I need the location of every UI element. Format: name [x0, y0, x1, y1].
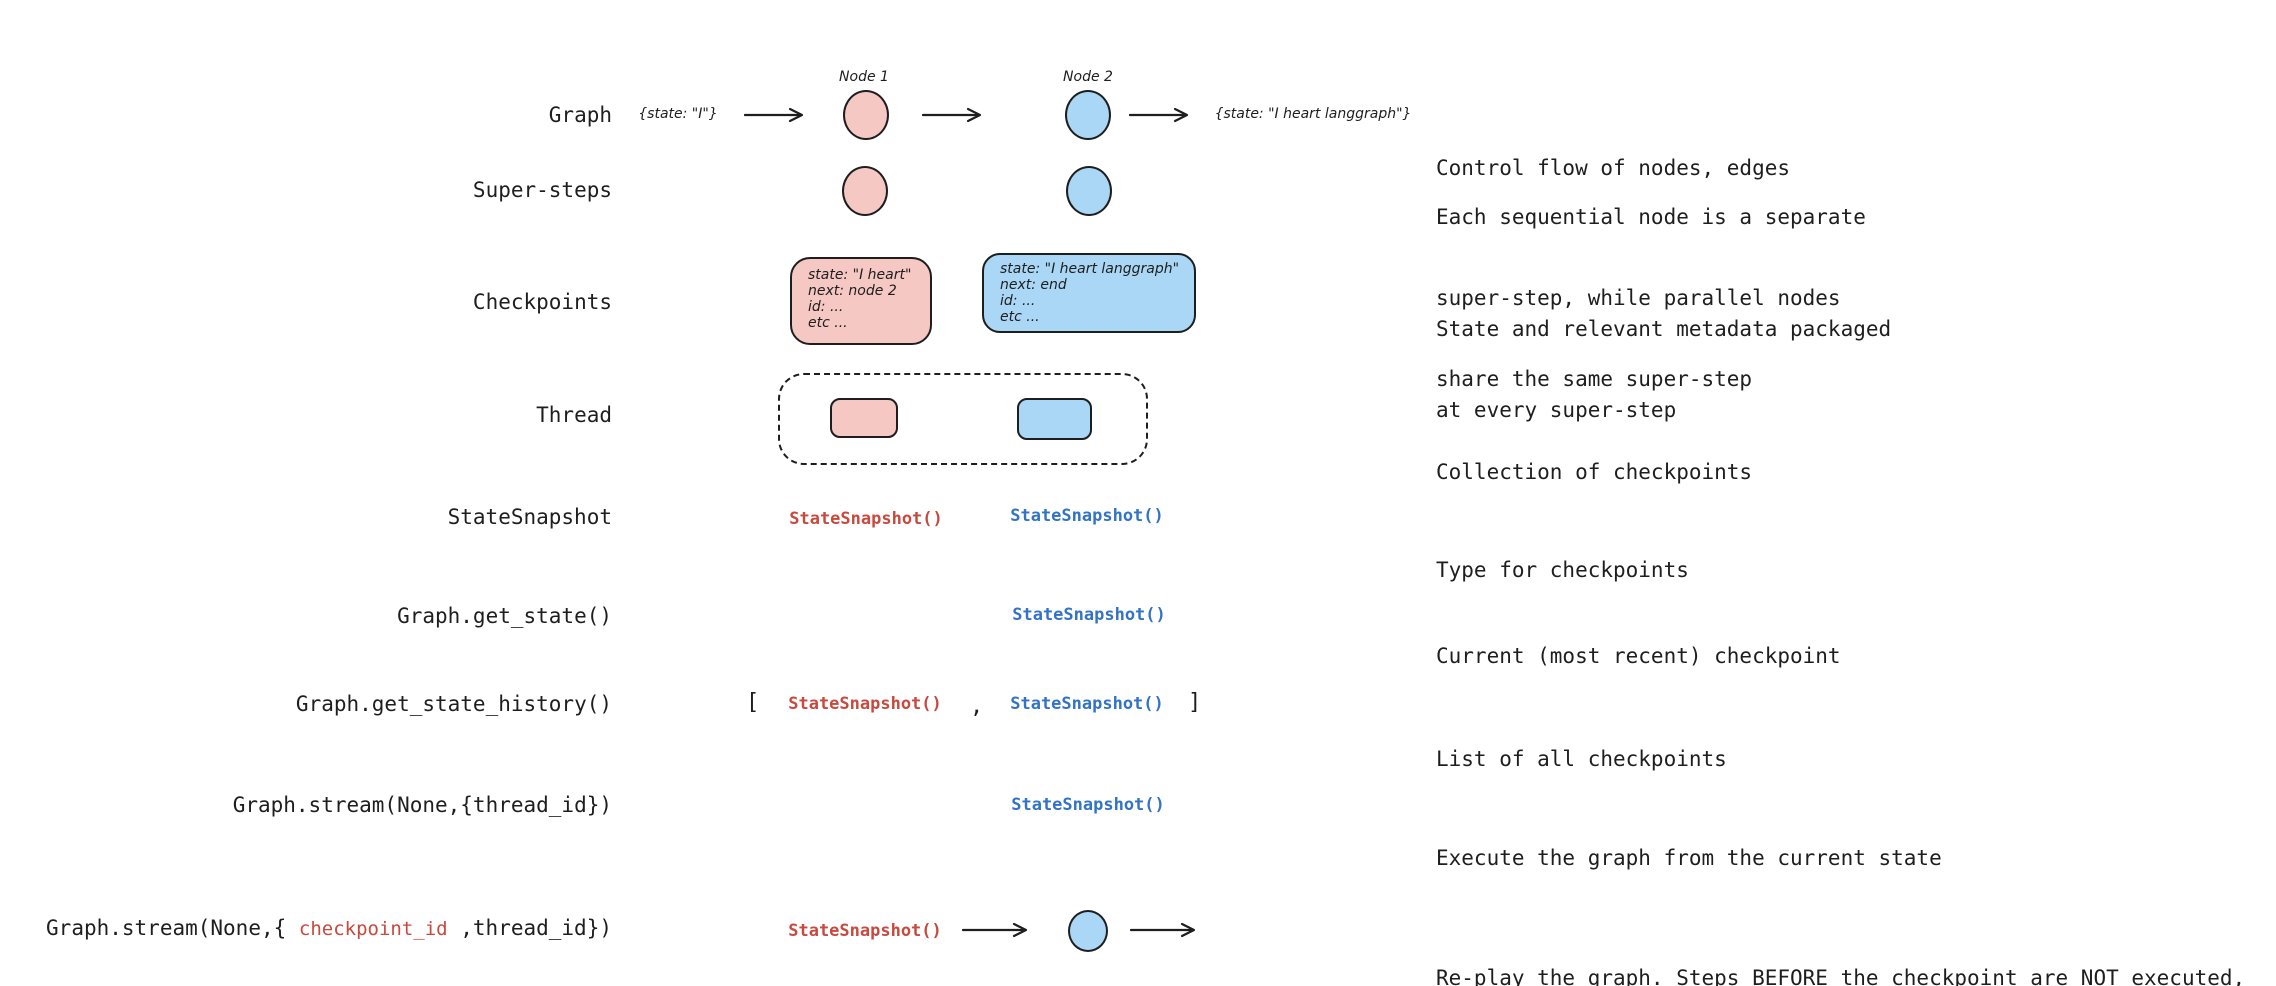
- flow-arrow-icon: [922, 107, 988, 123]
- row-label-stream-checkpoint: Graph.stream(None,{ checkpoint_id ,threa…: [46, 916, 612, 940]
- row-description-checkpoints: State and relevant metadata packaged at …: [1436, 317, 1892, 422]
- row-description-graph: Control flow of nodes, edges: [1436, 156, 1791, 180]
- row-label-super-steps: Super-steps: [472, 178, 612, 202]
- graph-input-state-text: {state: "I"}: [638, 106, 718, 122]
- row-description-stream-checkpoint: Re-play the graph. Steps BEFORE the chec…: [1436, 966, 2246, 986]
- graph-output-state-text: {state: "I heart langgraph"}: [1214, 106, 1412, 122]
- blue-statesnapshot-code: StateSnapshot(): [1010, 506, 1164, 526]
- flow-arrow-icon: [1129, 107, 1195, 123]
- thread-blue-checkpoint-rect: [1017, 398, 1092, 440]
- superstep-blue-node-circle: [1066, 166, 1112, 216]
- blue-checkpoint-box: state: "I heart langgraph" next: end id:…: [982, 253, 1196, 333]
- replay-node-circle: [1068, 910, 1108, 952]
- node2-label: Node 2: [1063, 69, 1113, 85]
- row-label-checkpoints: Checkpoints: [472, 290, 612, 314]
- row-description-get-state: Current (most recent) checkpoint: [1436, 644, 1841, 668]
- flow-arrow-icon: [1130, 922, 1202, 938]
- row-description-stream-thread: Execute the graph from the current state: [1436, 846, 1942, 870]
- close-bracket: ]: [1188, 690, 1202, 715]
- row-label-get-state-history: Graph.get_state_history(): [295, 692, 612, 716]
- open-bracket: [: [746, 690, 760, 715]
- row-description-thread: Collection of checkpoints: [1436, 460, 1753, 484]
- checkpoint-id-highlight: checkpoint_id: [298, 918, 448, 940]
- row-label-stream-thread: Graph.stream(None,{thread_id}): [232, 793, 612, 817]
- node1-circle: [843, 90, 889, 140]
- row-label-graph: Graph: [548, 103, 612, 127]
- superstep-pink-node-circle: [842, 166, 888, 216]
- red-statesnapshot-code: StateSnapshot(): [789, 509, 943, 529]
- thread-dashed-container: [778, 373, 1148, 465]
- row-label-thread: Thread: [536, 403, 612, 427]
- thread-pink-checkpoint-rect: [830, 398, 898, 438]
- node2-circle: [1065, 90, 1111, 140]
- flow-arrow-icon: [744, 107, 810, 123]
- red-statesnapshot-code: StateSnapshot(): [788, 921, 942, 941]
- red-statesnapshot-code: StateSnapshot(): [788, 694, 942, 714]
- node1-label: Node 1: [839, 69, 889, 85]
- row-label-statesnapshot: StateSnapshot: [447, 505, 612, 529]
- row-description-super-steps: Each sequential node is a separate super…: [1436, 205, 1866, 391]
- flow-arrow-icon: [962, 922, 1034, 938]
- pink-checkpoint-box: state: "I heart" next: node 2 id: ... et…: [790, 257, 932, 345]
- row-description-get-state-history: List of all checkpoints: [1436, 747, 1727, 771]
- row-description-statesnapshot: Type for checkpoints: [1436, 558, 1689, 582]
- row-label-get-state: Graph.get_state(): [397, 604, 612, 628]
- comma-separator: ,: [970, 694, 984, 719]
- blue-statesnapshot-code: StateSnapshot(): [1010, 694, 1164, 714]
- blue-statesnapshot-code: StateSnapshot(): [1011, 795, 1165, 815]
- blue-statesnapshot-code: StateSnapshot(): [1012, 605, 1166, 625]
